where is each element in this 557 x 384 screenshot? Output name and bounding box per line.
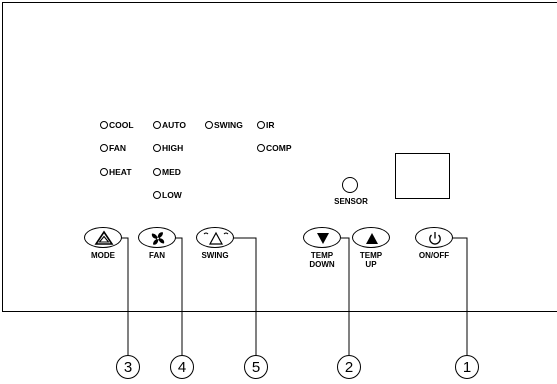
swing-icon: [203, 231, 229, 245]
indicator-label: HEAT: [109, 167, 132, 177]
temp-up-label-line2: UP: [365, 260, 377, 269]
callout-1: 1: [455, 355, 479, 379]
down-arrow-icon: [317, 233, 329, 244]
indicator-label: COOL: [109, 120, 134, 130]
temp-up-button[interactable]: [352, 227, 390, 248]
indicator-led: [153, 168, 161, 176]
temp-down-label: TEMP DOWN: [309, 251, 334, 269]
indicator-label: MED: [162, 167, 181, 177]
indicator-fan: FAN: [100, 141, 126, 155]
temp-up-label: TEMP UP: [360, 251, 382, 269]
indicator-led: [153, 121, 161, 129]
swing-label: SWING: [201, 251, 229, 260]
callout-5: 5: [244, 355, 268, 379]
indicator-low: LOW: [153, 188, 182, 202]
indicator-led: [257, 121, 265, 129]
indicator-label: HIGH: [162, 143, 184, 153]
indicator-led: [100, 121, 108, 129]
sensor: [342, 177, 358, 193]
triangle-icon: [94, 230, 114, 245]
sensor-label: SENSOR: [334, 197, 368, 206]
indicator-comp: COMP: [257, 141, 292, 155]
indicator-label: COMP: [266, 143, 292, 153]
indicator-led: [153, 191, 161, 199]
temp-down-label-line1: TEMP: [310, 251, 334, 260]
callout-3: 3: [116, 355, 140, 379]
indicator-led: [257, 144, 265, 152]
indicator-swing: SWING: [205, 118, 243, 132]
indicator-led: [205, 121, 213, 129]
indicator-heat: HEAT: [100, 165, 132, 179]
indicator-led: [100, 168, 108, 176]
callout-2: 2: [337, 355, 361, 379]
indicator-ir: IR: [257, 118, 275, 132]
fan-icon: [151, 232, 165, 245]
temp-down-button[interactable]: [303, 227, 341, 248]
callout-4: 4: [170, 355, 194, 379]
indicator-label: SWING: [214, 120, 243, 130]
indicator-label: LOW: [162, 190, 182, 200]
indicator-high: HIGH: [153, 141, 183, 155]
indicator-auto: AUTO: [153, 118, 186, 132]
mode-label: MODE: [91, 251, 115, 260]
power-icon: [429, 232, 441, 245]
up-arrow-icon: [366, 233, 378, 244]
indicator-cool: COOL: [100, 118, 134, 132]
on-off-label: ON/OFF: [418, 251, 450, 260]
indicator-label: FAN: [109, 143, 126, 153]
temp-up-label-line1: TEMP: [359, 251, 383, 260]
indicator-label: AUTO: [162, 120, 186, 130]
temp-down-label-line2: DOWN: [309, 260, 335, 269]
indicator-led: [100, 144, 108, 152]
fan-label: FAN: [149, 251, 165, 260]
indicator-label: IR: [266, 120, 275, 130]
display-window: [395, 153, 450, 199]
control-panel: [2, 2, 557, 312]
indicator-led: [153, 144, 161, 152]
indicator-med: MED: [153, 165, 181, 179]
fan-button[interactable]: [138, 227, 176, 248]
